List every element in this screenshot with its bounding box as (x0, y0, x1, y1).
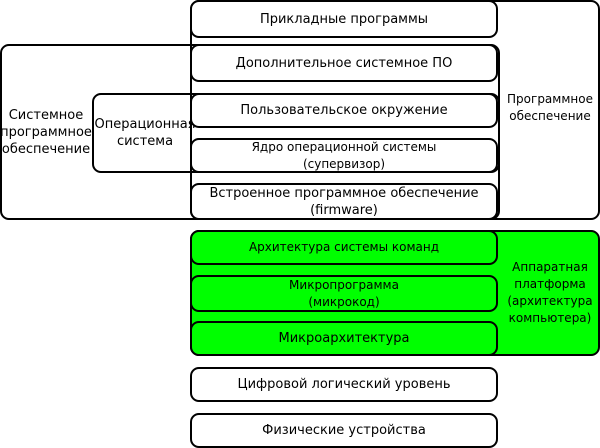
system-software-line2: программное (0, 124, 92, 140)
digital-logic-box: Цифровой логический уровень (190, 367, 498, 402)
user-environment-label: Пользовательское окружение (240, 103, 448, 118)
os-line2: система (116, 134, 174, 149)
microarchitecture-label: Микроархитектура (278, 331, 410, 346)
software-label-line2: обеспечение (509, 109, 591, 123)
applications-label: Прикладные программы (259, 11, 429, 27)
system-software-label: Системное программное обеспечение (0, 106, 92, 158)
physical-devices-label: Физические устройства (262, 423, 426, 438)
os-kernel-line2: (супервизор) (302, 156, 386, 171)
system-software-line3: обеспечение (1, 141, 91, 157)
isa-label: Архитектура системы команд (248, 240, 440, 254)
firmware-box: Встроенное программное обеспечение (firm… (190, 183, 498, 220)
platform-line3: (архитектура (507, 294, 593, 308)
microprogram-line2: (микрокод) (308, 294, 380, 309)
isa-box: Архитектура системы команд (190, 230, 498, 265)
platform-line2: платформа (514, 277, 586, 291)
os-kernel-line1: Ядро операционной системы (251, 139, 437, 154)
software-label: Программное обеспечение (500, 84, 600, 132)
applications-box: Прикладные программы (190, 0, 498, 38)
additional-system-software-label: Дополнительное системное ПО (235, 55, 453, 71)
microprogram-box: Микропрограмма (микрокод) (190, 275, 498, 312)
hardware-platform-label: Аппаратная платформа (архитектура компью… (500, 258, 600, 328)
user-environment-box: Пользовательское окружение (190, 93, 498, 128)
platform-line4: компьютера) (508, 311, 592, 325)
microprogram-line1: Микропрограмма (289, 277, 399, 292)
system-software-line1: Системное (8, 107, 84, 123)
physical-devices-box: Физические устройства (190, 413, 498, 448)
platform-line1: Аппаратная (512, 260, 588, 274)
firmware-line2: (firmware) (310, 202, 378, 218)
digital-logic-label: Цифровой логический уровень (237, 377, 451, 392)
microarchitecture-box: Микроархитектура (190, 321, 498, 356)
software-label-line1: Программное (507, 92, 593, 106)
operating-system-label: Операционная система (92, 113, 198, 153)
firmware-line1: Встроенное программное обеспечение (209, 185, 479, 201)
os-kernel-box: Ядро операционной системы (супервизор) (190, 138, 498, 173)
additional-system-software-box: Дополнительное системное ПО (190, 44, 498, 82)
os-line1: Операционная (94, 117, 196, 132)
